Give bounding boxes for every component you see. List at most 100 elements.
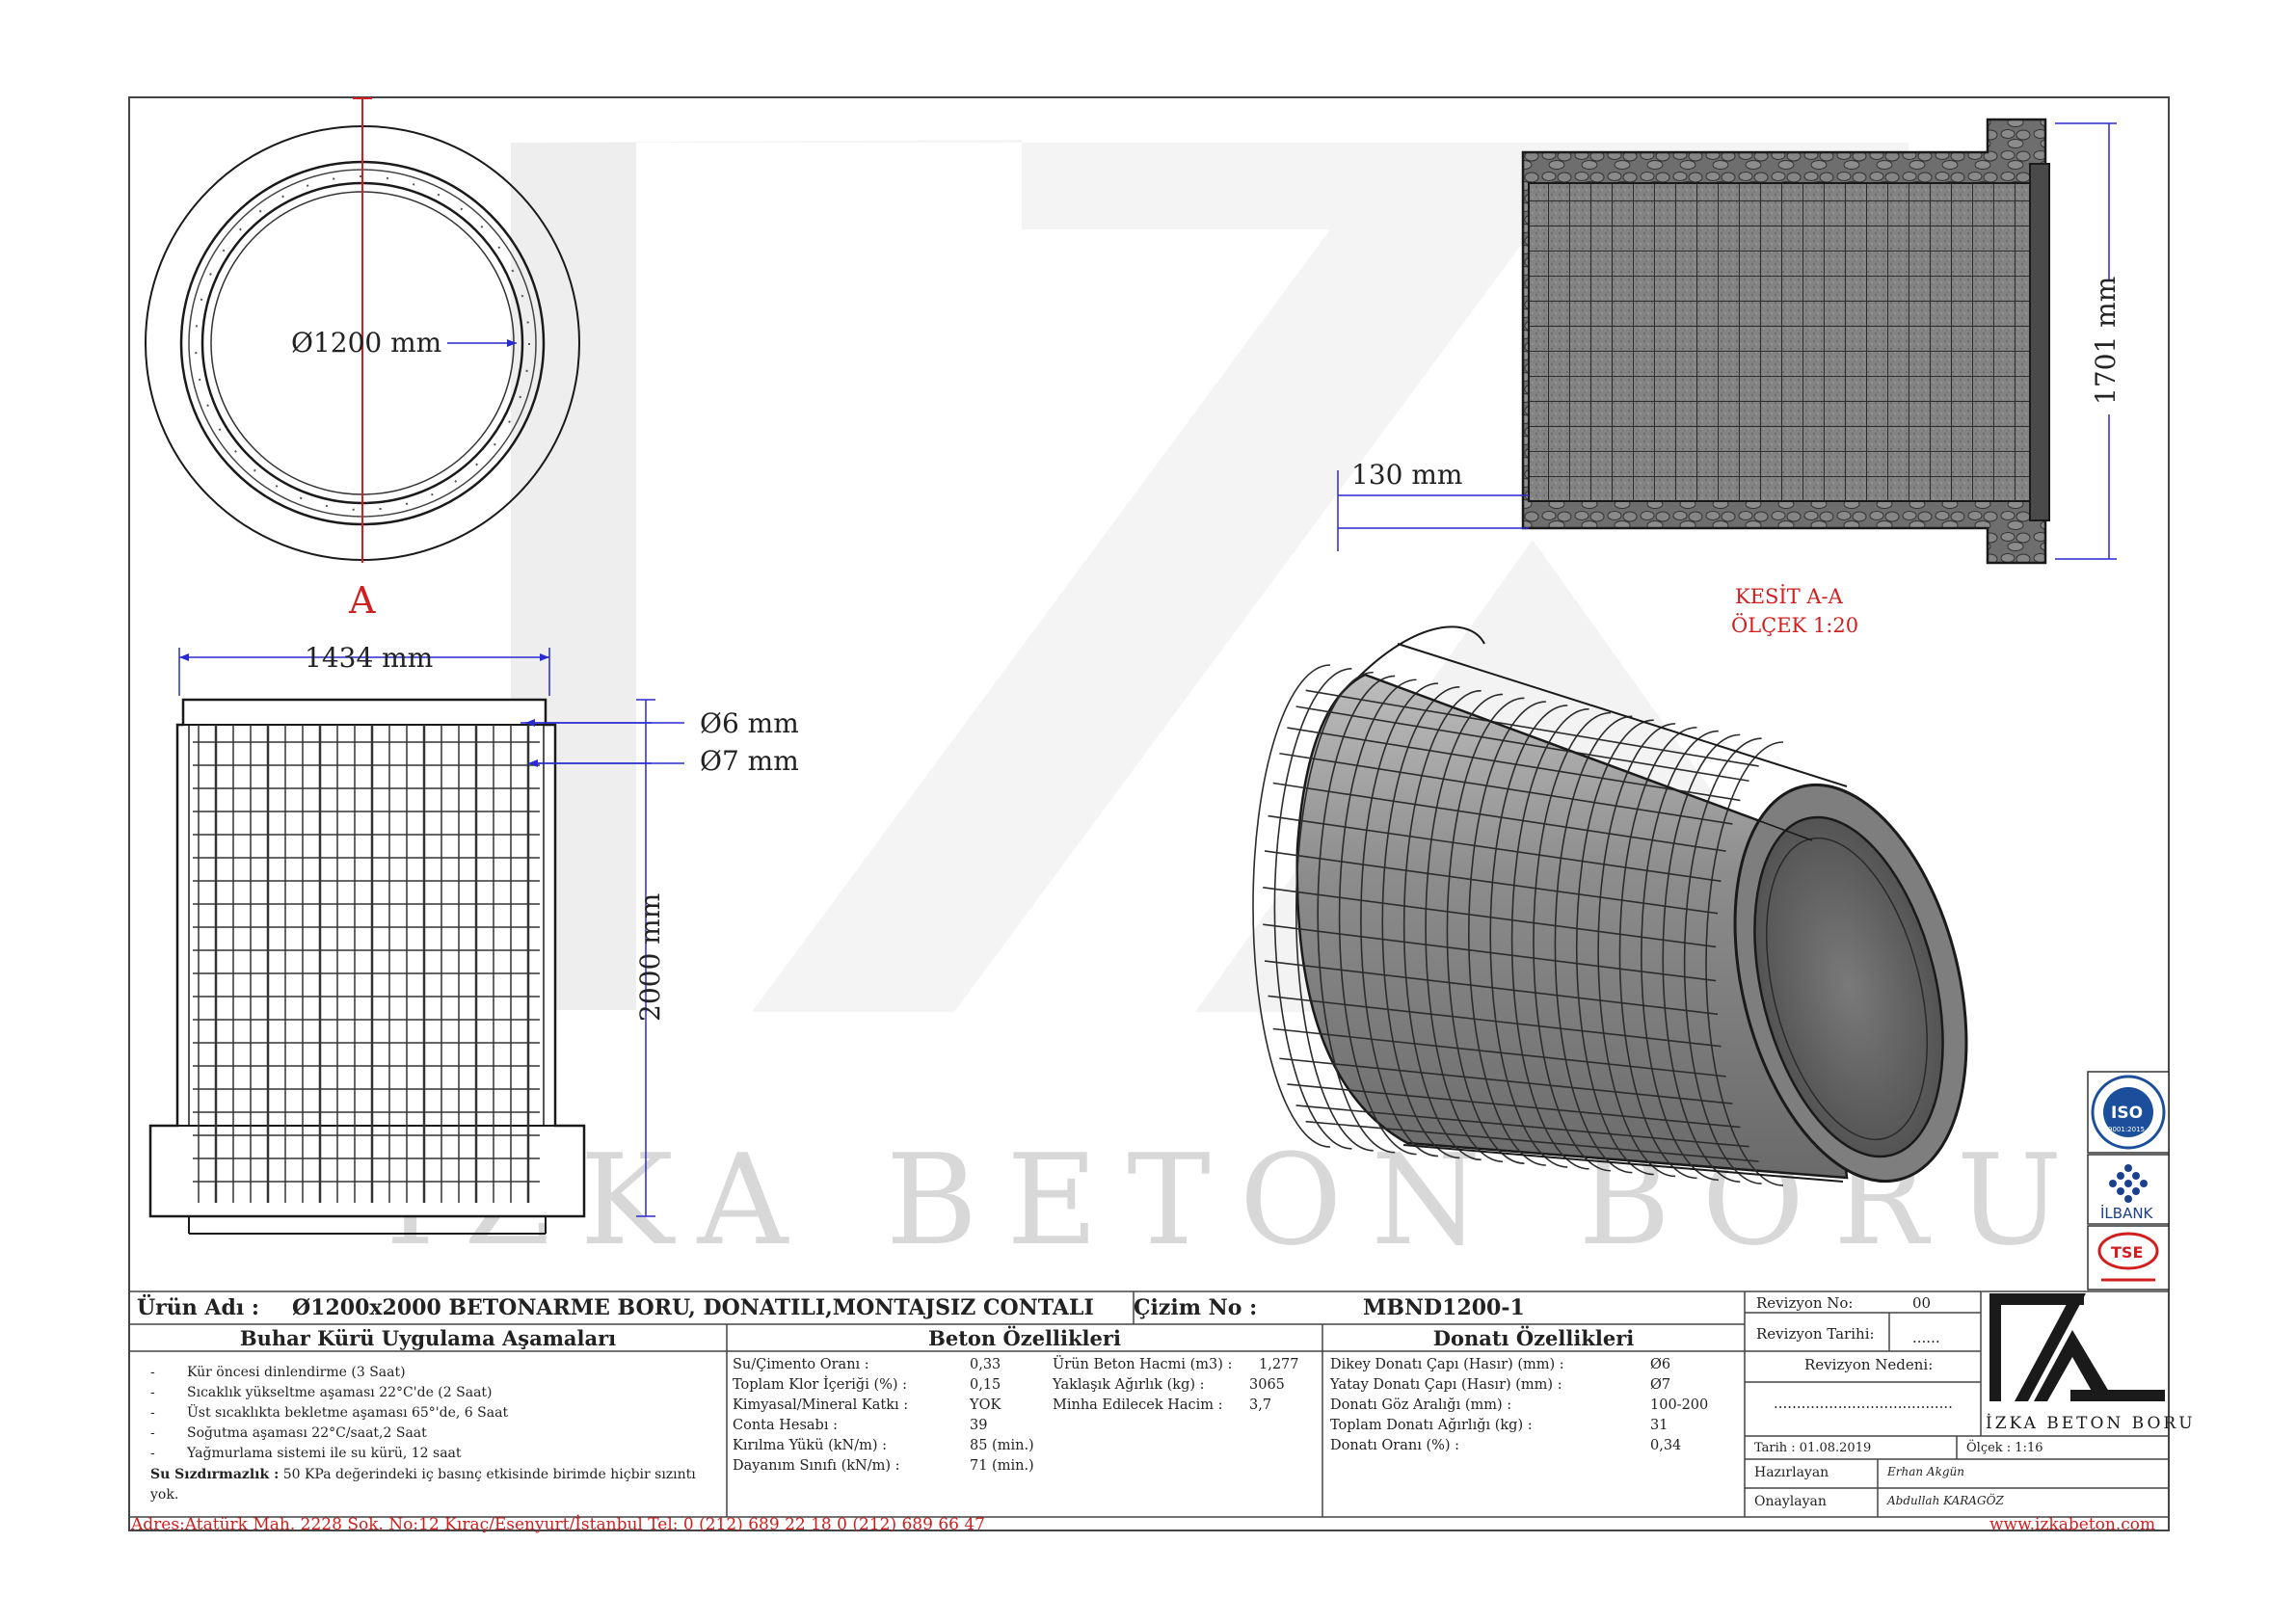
rebar-value: 0,34 xyxy=(1650,1438,1682,1453)
revision-no: 00 xyxy=(1912,1294,1932,1312)
tse-text: TSE xyxy=(2111,1243,2143,1262)
rebar-ring xyxy=(1317,675,1396,1154)
concrete-label: Conta Hesabı : xyxy=(733,1418,838,1433)
rebar-longitudinal xyxy=(1268,814,1722,883)
company-logo xyxy=(1989,1293,2165,1401)
concrete-value: 85 (min.) xyxy=(970,1438,1034,1453)
rebar-longitudinal xyxy=(1295,1104,1749,1148)
iso-badge xyxy=(2087,1071,2170,1154)
rebar-ring xyxy=(1425,693,1504,1163)
rebar-ring xyxy=(1403,689,1482,1161)
wall-thickness-label: 130 mm xyxy=(1351,459,1462,491)
concrete-value: 1,277 xyxy=(1259,1357,1299,1372)
concrete-value: 0,33 xyxy=(970,1357,1001,1372)
revision-no-label: Revizyon No: xyxy=(1756,1294,1854,1312)
curing-step-text: Sıcaklık yükseltme aşaması 22°C'de (2 Sa… xyxy=(187,1385,493,1400)
concrete-label: Yaklaşık Ağırlık (kg) : xyxy=(1053,1377,1205,1393)
rebar-label-1: Ø6 mm xyxy=(700,707,799,739)
top-view xyxy=(145,96,580,563)
rebar-label: Toplam Donatı Ağırlığı (kg) : xyxy=(1330,1418,1533,1433)
height-label: 2000 mm xyxy=(634,893,666,1022)
rebar-value: 31 xyxy=(1650,1418,1669,1433)
concrete-value: 3065 xyxy=(1249,1377,1285,1393)
seal-label: Su Sızdırmazlık : xyxy=(150,1467,280,1482)
rebar-ring xyxy=(1683,737,1762,1184)
title-block-grid xyxy=(128,1290,2170,1531)
revision-date-label: Revizyon Tarihi: xyxy=(1756,1325,1875,1343)
concrete-header: Beton Özellikleri xyxy=(727,1324,1322,1351)
rebar-ring xyxy=(1576,719,1654,1176)
product-row: Ürün Adı : Ø1200x2000 BETONARME BORU, DO… xyxy=(137,1291,1139,1324)
rebar-longitudinal xyxy=(1263,887,1717,948)
curing-step: -Yağmurlama sistemi ile su kürü, 12 saat xyxy=(150,1444,719,1464)
rebar-label: Dikey Donatı Çapı (Hasır) (mm) : xyxy=(1330,1357,1564,1372)
curing-header: Buhar Kürü Uygulama Aşamaları xyxy=(129,1324,727,1351)
curing-step: -Kür öncesi dinlendirme (3 Saat) xyxy=(150,1363,719,1383)
iso-text: ISO xyxy=(2111,1104,2143,1123)
curing-step-text: Üst sıcaklıkta bekletme aşaması 65°'de, … xyxy=(187,1405,509,1421)
scale: Ölçek : 1:16 xyxy=(1966,1441,2043,1455)
concrete-label: Kimyasal/Mineral Katkı : xyxy=(733,1397,909,1413)
rebar-row: Yatay Donatı Çapı (Hasır) (mm) :Ø7 xyxy=(1330,1375,1735,1396)
rebar-title: Donatı Özellikleri xyxy=(1432,1325,1635,1350)
concrete-row: Toplam Klor İçeriği (%) :0,15 xyxy=(733,1375,1051,1396)
company-logo-text: İZKA BETON BORU xyxy=(1986,1413,2196,1433)
rebar-ring xyxy=(1252,664,1331,1148)
curing-step: -Üst sıcaklıkta bekletme aşaması 65°'de,… xyxy=(150,1403,719,1423)
iso-subtext: 9001:2015 xyxy=(2108,1126,2145,1133)
concrete-label: Dayanım Sınıfı (kN/m) : xyxy=(733,1458,900,1474)
curing-step: -Sıcaklık yükseltme aşaması 22°C'de (2 S… xyxy=(150,1383,719,1403)
rebar-ring xyxy=(1489,705,1568,1168)
rebar-value: Ø6 xyxy=(1650,1357,1671,1372)
revision-date: ...... xyxy=(1912,1329,1940,1346)
footer-address: Adres:Atatürk Mah. 2228 Sok. No:12 Kıraç… xyxy=(131,1515,986,1534)
concrete-row: Dayanım Sınıfı (kN/m) :71 (min.) xyxy=(733,1456,1051,1477)
rebar-label: Donatı Göz Aralığı (mm) : xyxy=(1330,1397,1512,1413)
curing-step-text: Yağmurlama sistemi ile su kürü, 12 saat xyxy=(187,1446,462,1461)
concrete-row: Conta Hesabı : 39 xyxy=(733,1416,1051,1436)
drawing-no-label: Çizim No : xyxy=(1134,1295,1258,1320)
dim-label-bg xyxy=(2080,279,2134,414)
revision-reason-label: Revizyon Nedeni: xyxy=(1804,1356,1934,1373)
ilbank-badge xyxy=(2087,1154,2170,1225)
rebar-longitudinal xyxy=(1287,1083,1741,1129)
rebar-ring xyxy=(1273,668,1352,1150)
concrete-label: Toplam Klor İçeriği (%) : xyxy=(733,1377,908,1393)
rebar-label: Donatı Oranı (%) : xyxy=(1330,1438,1460,1453)
rebar-longitudinal xyxy=(1268,995,1722,1048)
diameter-label: Ø1200 mm xyxy=(291,327,441,359)
section-marker-a: A xyxy=(348,579,376,622)
rebar-value: 100-200 xyxy=(1650,1397,1709,1413)
rebar-longitudinal xyxy=(1279,1057,1733,1104)
rebar-header: Donatı Özellikleri xyxy=(1322,1324,1745,1351)
drawing-no: MBND1200-1 xyxy=(1363,1295,1525,1320)
rebar-ring xyxy=(1662,733,1741,1183)
concrete-label: Ürün Beton Hacmi (m3) : xyxy=(1053,1357,1233,1372)
curing-step-text: Soğutma aşaması 22°C/saat,2 Saat xyxy=(187,1425,427,1441)
rebar-longitudinal xyxy=(1264,960,1719,1016)
section-height-label: 1701 mm xyxy=(2090,277,2122,405)
rebar-label: Yatay Donatı Çapı (Hasır) (mm) : xyxy=(1330,1377,1562,1393)
rebar-ring xyxy=(1533,711,1611,1172)
rebar-ring xyxy=(1360,682,1438,1157)
rebar-longitudinal xyxy=(1272,782,1726,852)
rebar-row: Dikey Donatı Çapı (Hasır) (mm) : Ø6 xyxy=(1330,1355,1735,1375)
rebar-longitudinal xyxy=(1305,1120,1759,1162)
rebar-longitudinal xyxy=(1272,1027,1726,1078)
concrete-left-table: Su/Çimento Oranı :0,33 Toplam Klor İçeri… xyxy=(733,1355,1051,1477)
rebar-label-2: Ø7 mm xyxy=(700,745,799,777)
concrete-row: Kimyasal/Mineral Katkı :YOK xyxy=(733,1396,1051,1416)
curing-steps: -Kür öncesi dinlendirme (3 Saat) -Sıcakl… xyxy=(150,1363,719,1505)
rebar-ring xyxy=(1295,671,1374,1152)
rebar-ring xyxy=(1446,697,1525,1164)
rebar-ring xyxy=(1597,723,1676,1178)
rebar-longitudinal xyxy=(1264,850,1719,915)
footer-website[interactable]: www.izkabeton.com xyxy=(1989,1515,2156,1534)
concrete-value: 3,7 xyxy=(1249,1397,1272,1413)
rebar-ring xyxy=(1641,730,1719,1182)
prepared-signature: Erhan Akgün xyxy=(1887,1465,1964,1478)
concrete-value: 39 xyxy=(970,1418,988,1433)
rebar-longitudinal xyxy=(1305,689,1759,767)
drawing-no-row: Çizim No : xyxy=(1134,1291,1336,1324)
seal-note: Su Sızdırmazlık : 50 KPa değerindeki iç … xyxy=(150,1465,719,1505)
